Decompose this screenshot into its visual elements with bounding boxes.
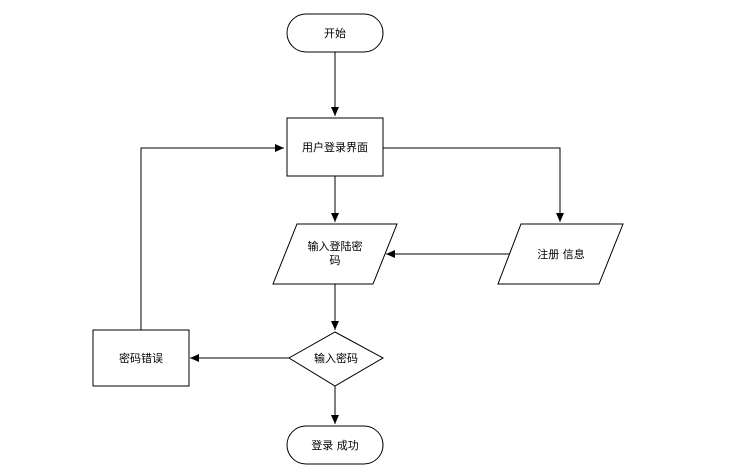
login-success-label: 登录 成功: [311, 438, 359, 452]
input-password-label-line2: 码: [330, 254, 341, 267]
check-password-node: 输入密码: [288, 331, 385, 387]
start-label: 开始: [324, 26, 346, 40]
start-node: 开始: [286, 13, 384, 53]
login-ui-node: 用户登录界面: [286, 117, 384, 177]
password-error-label: 密码错误: [119, 351, 163, 365]
password-error-node: 密码错误: [92, 329, 190, 387]
input-password-node: 输入登陆密 码: [272, 223, 398, 285]
check-password-label: 输入密码: [314, 351, 358, 365]
register-node: 注册 信息: [497, 223, 624, 285]
login-success-node: 登录 成功: [286, 425, 384, 465]
edge-login-to-register: [383, 147, 564, 222]
register-label: 注册 信息: [537, 247, 585, 261]
input-password-label-line1: 输入登陆密: [308, 239, 363, 253]
edge-error-to-login: [140, 144, 284, 330]
login-ui-label: 用户登录界面: [302, 140, 368, 154]
